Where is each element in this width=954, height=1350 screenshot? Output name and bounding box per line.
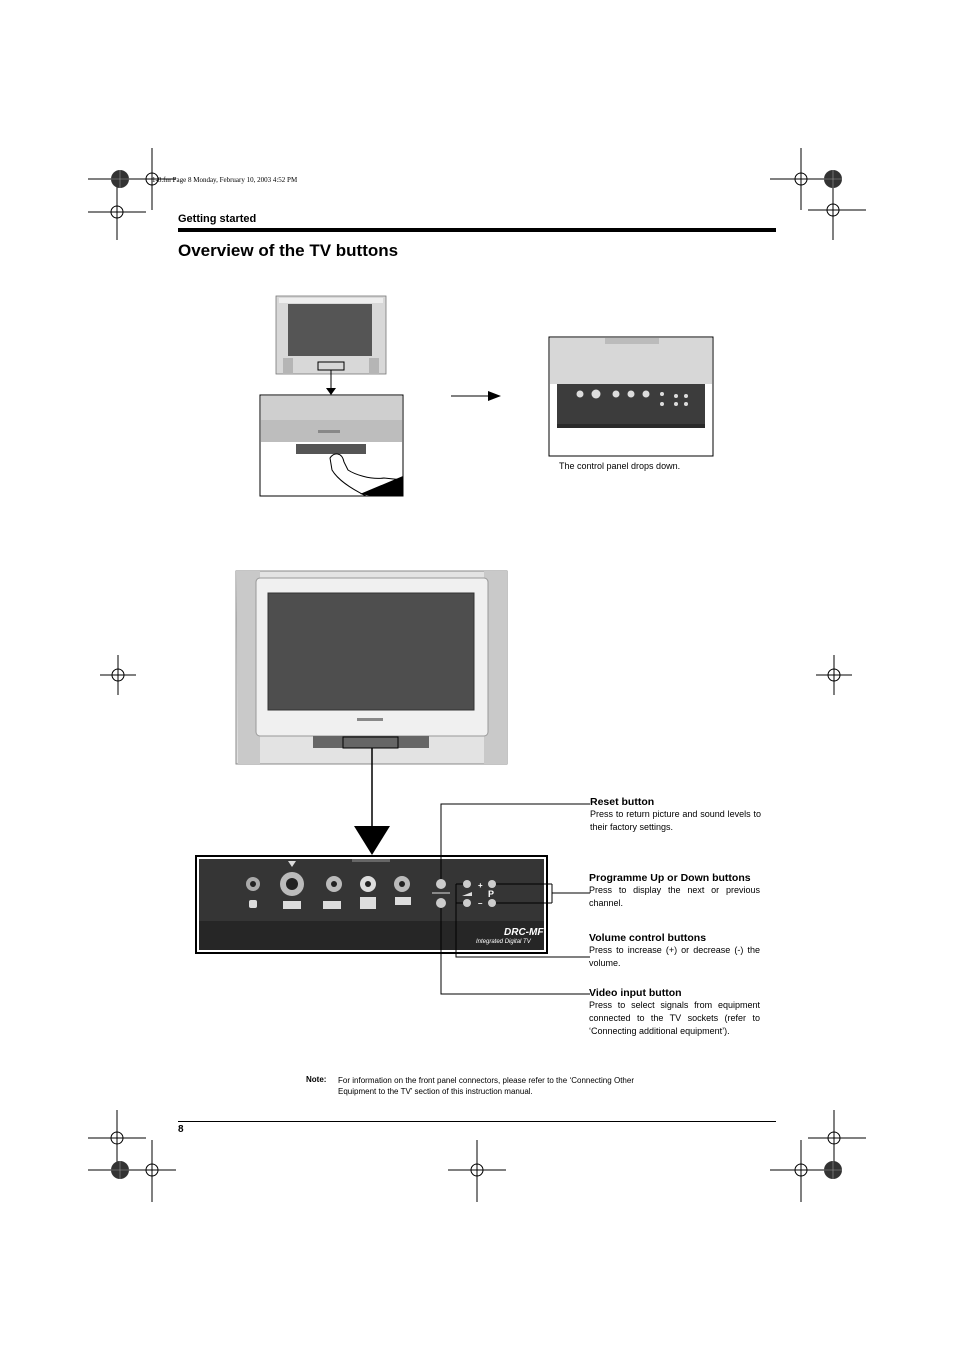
large-tv-illustration [235,570,508,765]
callout-video-input-body: Press to select signals from equipment c… [589,1000,760,1036]
drc-mf-label: DRC-MF [504,927,544,938]
callout-reset-body: Press to return picture and sound levels… [590,809,761,832]
small-tv-illustration [275,295,387,395]
header-rule [178,228,776,232]
programme-p-label: P [488,889,495,899]
callout-programme-title: Programme Up or Down buttons [589,872,751,884]
volume-minus-label: – [478,899,483,908]
callout-video-input-title: Video input button [589,987,682,999]
page-number: 8 [178,1124,184,1135]
print-info-line: 1-8.fm Page 8 Monday, February 10, 2003 … [152,176,298,184]
volume-plus-label: + [478,881,483,890]
note-label: Note: [306,1075,327,1084]
callout-programme-body: Press to display the next or previous ch… [589,885,760,908]
callout-video-input: Video input button Press to select signa… [589,987,760,1038]
callout-volume-title: Volume control buttons [589,932,707,944]
callout-reset-title: Reset button [590,796,655,808]
page-title: Overview of the TV buttons [178,241,399,260]
footer-rule [178,1121,776,1122]
callout-volume: Volume control buttons Press to increase… [589,932,760,970]
callout-programme: Programme Up or Down buttons Press to di… [589,872,760,910]
figure-caption: The control panel drops down. [559,461,681,471]
idtv-label: Integrated Digital TV [476,939,531,945]
control-panel-illustration [195,803,590,995]
callout-volume-body: Press to increase (+) or decrease (-) th… [589,945,760,968]
note-text: For information on the front panel conne… [338,1076,634,1096]
section-heading: Getting started [178,213,257,225]
dropped-panel-photo [548,336,714,457]
callout-reset: Reset button Press to return picture and… [590,796,761,834]
zoom-photo-hand [259,394,404,497]
